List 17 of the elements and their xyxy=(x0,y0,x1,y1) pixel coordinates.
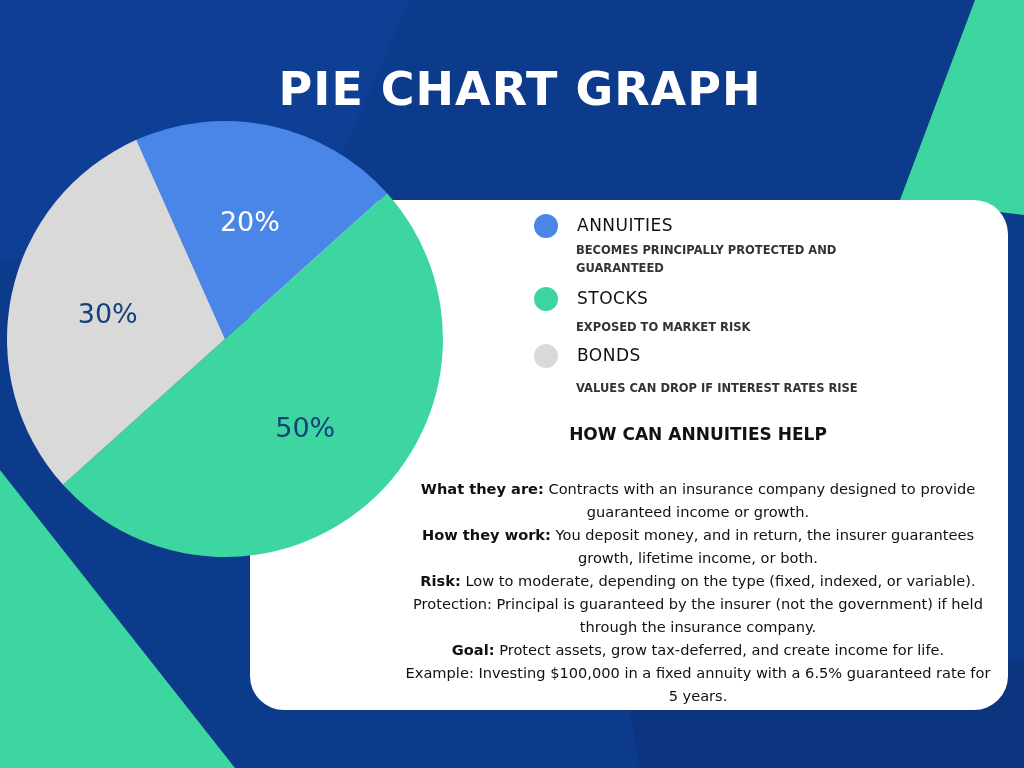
legend-label: BONDS xyxy=(577,345,641,365)
value-label: 30% xyxy=(77,298,138,330)
legend-description: BECOMES PRINCIPALLY PROTECTED AND GUARANTEED xyxy=(576,242,838,277)
legend-description: VALUES CAN DROP IF INTEREST RATES RISE xyxy=(576,380,859,397)
section-heading: HOW CAN ANNUITIES HELP xyxy=(568,424,828,444)
legend-description: EXPOSED TO MARKET RISK xyxy=(576,319,752,336)
paragraph: Goal: Protect assets, grow tax-deferred, and create income for life. xyxy=(450,640,946,660)
legend-label: ANNUITIES xyxy=(577,215,673,235)
paragraph: What they are: Contracts with an insurance company designed to provide guaranteed income or growth. xyxy=(419,479,977,522)
value-label: 20% xyxy=(219,205,280,237)
value-label: 50% xyxy=(275,412,336,444)
title: PIE CHART GRAPH xyxy=(277,62,763,116)
paragraph: Risk: Low to moderate, depending on the type (fixed, indexed, or variable). xyxy=(419,571,977,591)
legend-label: STOCKS xyxy=(577,288,649,308)
paragraph: Protection: Principal is guaranteed by the insurer (not the government) if held through the insurance company. xyxy=(412,594,984,637)
paragraph: How they work: You deposit money, and in return, the insurer guarantees growth, lifetime income, or both. xyxy=(421,525,975,568)
paragraph: Example: Investing $100,000 in a fixed annuity with a 6.5% guaranteed rate for 5 years. xyxy=(404,663,992,706)
